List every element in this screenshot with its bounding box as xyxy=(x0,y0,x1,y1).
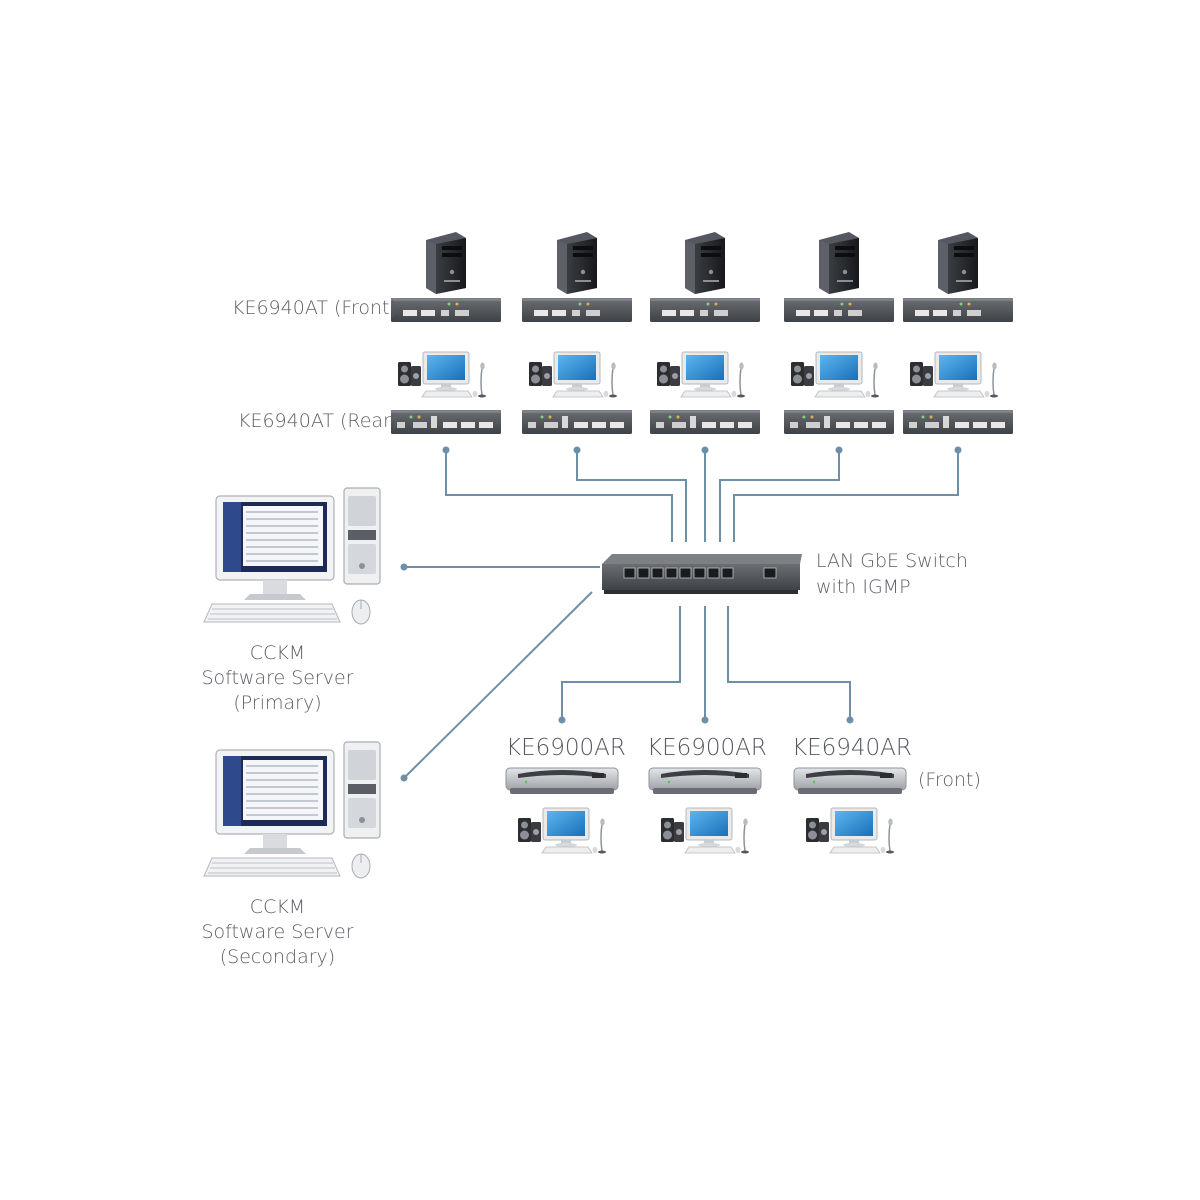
label-server-secondary-line1: CCKM xyxy=(249,896,306,918)
tower-pc-3 xyxy=(685,232,725,294)
connection-line-8 xyxy=(561,606,681,720)
label-server-primary: CCKM Software Server (Primary) xyxy=(190,641,365,716)
label-receiver-1: KE6900AR xyxy=(506,735,626,761)
connection-line-4 xyxy=(719,450,840,542)
transmitter-rear-4 xyxy=(784,410,894,434)
transmitter-rear-5 xyxy=(903,410,1013,434)
connection-line-1 xyxy=(445,450,673,542)
connection-lines xyxy=(400,446,962,782)
label-transmitter-rear: KE6940AT (Rear) xyxy=(238,410,399,432)
label-switch-line1: LAN GbE Switch xyxy=(816,550,968,572)
transmitter-workstation-5 xyxy=(910,351,998,398)
connection-dot-9 xyxy=(701,716,709,724)
server-primary xyxy=(203,487,381,625)
connection-line-2 xyxy=(576,450,687,542)
label-server-primary-line1: CCKM xyxy=(249,642,306,664)
transmitter-front-2 xyxy=(522,298,632,322)
connection-line-7 xyxy=(403,591,593,779)
label-server-secondary-line2: Software Server xyxy=(201,921,354,943)
connection-dot-1 xyxy=(442,446,450,454)
transmitter-rear-1 xyxy=(391,410,501,434)
receiver-unit-3 xyxy=(793,767,907,794)
network-switch xyxy=(602,554,802,594)
connection-dot-7 xyxy=(400,774,408,782)
connection-dot-5 xyxy=(954,446,962,454)
transmitter-rear-2 xyxy=(522,410,632,434)
connection-dot-10 xyxy=(846,716,854,724)
label-server-primary-line2: Software Server xyxy=(201,667,354,689)
transmitter-workstation-1 xyxy=(398,351,486,398)
transmitter-workstation-2 xyxy=(529,351,617,398)
receiver-unit-1 xyxy=(505,767,619,794)
transmitter-rear-3 xyxy=(650,410,760,434)
label-receiver-3: KE6940AR xyxy=(792,735,912,761)
transmitter-workstation-3 xyxy=(657,351,745,398)
connection-line-5 xyxy=(733,450,959,542)
receiver-workstation-1 xyxy=(518,807,606,854)
label-transmitter-front: KE6940AT (Front) xyxy=(232,297,397,319)
label-switch-line2: with IGMP xyxy=(816,576,911,598)
tower-pc-5 xyxy=(938,232,978,294)
connection-dot-4 xyxy=(835,446,843,454)
transmitter-front-5 xyxy=(903,298,1013,322)
tower-pc-1 xyxy=(426,232,466,294)
connection-dot-6 xyxy=(400,563,408,571)
label-server-secondary: CCKM Software Server (Secondary) xyxy=(190,895,365,970)
receiver-workstation-2 xyxy=(661,807,749,854)
tower-pc-2 xyxy=(557,232,597,294)
connection-dot-8 xyxy=(558,716,566,724)
label-receiver-2: KE6900AR xyxy=(647,735,767,761)
transmitter-workstation-4 xyxy=(791,351,879,398)
label-server-secondary-line3: (Secondary) xyxy=(219,946,336,968)
transmitter-front-4 xyxy=(784,298,894,322)
connection-dot-3 xyxy=(701,446,709,454)
label-server-primary-line3: (Primary) xyxy=(233,692,322,714)
receiver-unit-2 xyxy=(648,767,762,794)
transmitter-front-3 xyxy=(650,298,760,322)
server-secondary xyxy=(203,741,381,879)
receiver-workstation-3 xyxy=(806,807,894,854)
label-receiver-note: (Front) xyxy=(918,769,981,791)
connection-line-10 xyxy=(727,606,851,720)
transmitter-front-1 xyxy=(391,298,501,322)
connection-dot-2 xyxy=(573,446,581,454)
tower-pc-4 xyxy=(819,232,859,294)
